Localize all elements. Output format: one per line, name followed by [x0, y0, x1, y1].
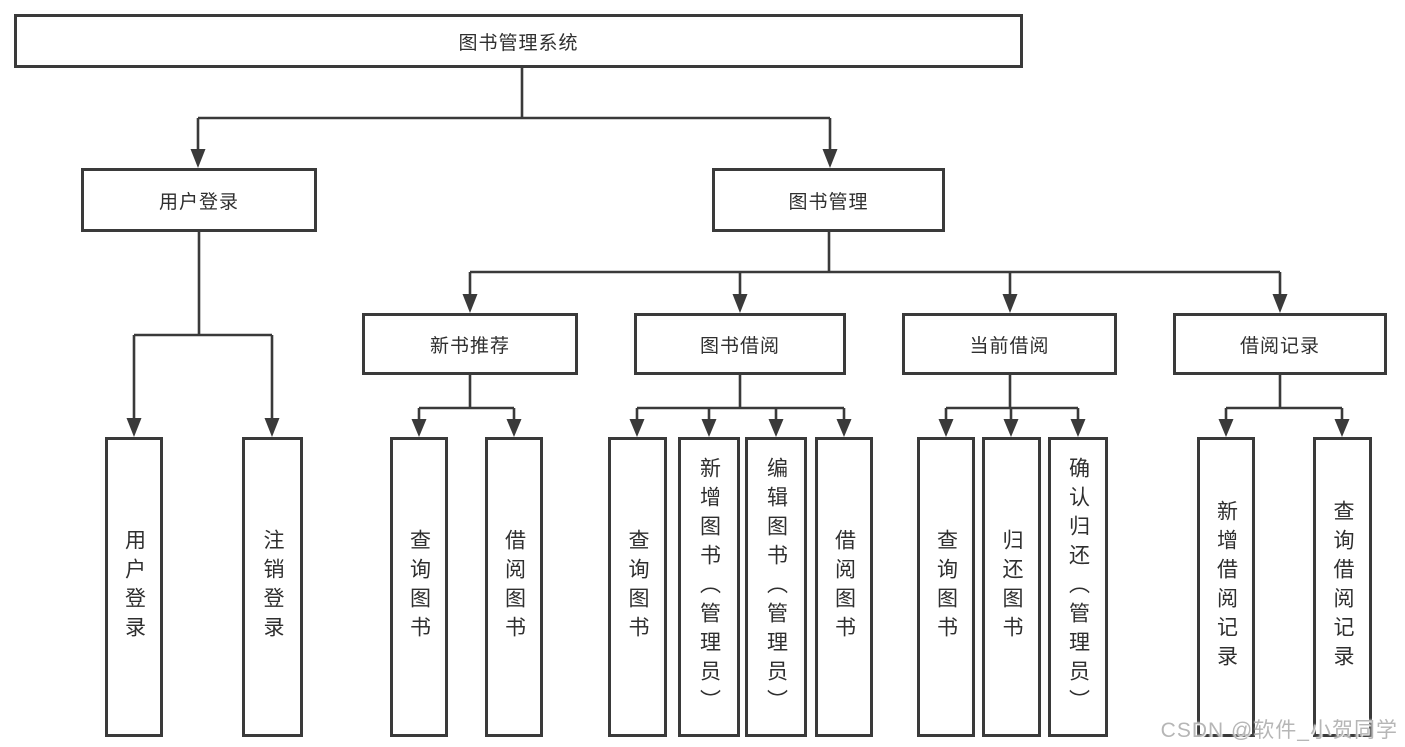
- node-book-management: 图书管理: [712, 168, 945, 232]
- connector-userlogin-to-leaves: [126, 232, 280, 437]
- connector-root-to-level2: [190, 68, 838, 168]
- node-label: 新书推荐: [429, 335, 510, 357]
- connector-records-to-leaves: [1218, 375, 1350, 437]
- leaf-borrow-books-recommend: 借阅图书: [485, 437, 543, 737]
- node-label: 借阅图书: [832, 529, 856, 645]
- leaf-edit-books-admin: 编辑图书（管理员）: [745, 437, 807, 737]
- leaf-query-borrow-record: 查询借阅记录: [1313, 437, 1372, 737]
- node-label: 用户登录: [158, 191, 239, 213]
- node-current-borrowing: 当前借阅: [902, 313, 1117, 375]
- leaf-confirm-return-admin: 确认归还（管理员）: [1048, 437, 1108, 737]
- csdn-watermark: CSDN @软件_小贺同学: [1160, 719, 1398, 742]
- node-label: 图书借阅: [699, 335, 780, 357]
- leaf-add-books-admin: 新增图书（管理员）: [678, 437, 740, 737]
- connector-borrowing-to-leaves: [629, 375, 852, 437]
- node-book-borrowing: 图书借阅: [634, 313, 846, 375]
- connector-newbook-to-leaves: [411, 375, 522, 437]
- node-label: 注销登录: [261, 529, 284, 645]
- node-label: 编辑图书（管理员）: [764, 456, 788, 718]
- leaf-borrow-books: 借阅图书: [815, 437, 873, 737]
- node-label: 新增借阅记录: [1214, 500, 1238, 674]
- leaf-logout: 注销登录: [242, 437, 303, 737]
- node-label: 查询借阅记录: [1331, 500, 1354, 674]
- node-new-book-recommend: 新书推荐: [362, 313, 578, 375]
- node-label: 图书管理: [788, 191, 869, 213]
- leaf-query-books-current: 查询图书: [917, 437, 975, 737]
- node-label: 查询图书: [407, 529, 431, 645]
- leaf-add-borrow-record: 新增借阅记录: [1197, 437, 1255, 737]
- node-user-login: 用户登录: [81, 168, 317, 232]
- leaf-query-books-borrowing: 查询图书: [608, 437, 667, 737]
- node-library-system: 图书管理系统: [14, 14, 1023, 68]
- leaf-return-books: 归还图书: [982, 437, 1041, 737]
- node-label: 当前借阅: [969, 335, 1050, 357]
- node-label: 图书管理系统: [458, 32, 579, 54]
- node-borrowing-records: 借阅记录: [1173, 313, 1387, 375]
- node-label: 确认归还（管理员）: [1066, 456, 1090, 718]
- node-label: 借阅记录: [1239, 335, 1320, 357]
- node-label: 归还图书: [1000, 529, 1023, 645]
- connector-bookmgmt-to-level3: [462, 232, 1288, 313]
- node-label: 查询图书: [626, 529, 649, 645]
- node-label: 新增图书（管理员）: [697, 456, 721, 718]
- leaf-user-login: 用户登录: [105, 437, 163, 737]
- node-label: 借阅图书: [502, 529, 526, 645]
- connector-current-to-leaves: [938, 375, 1086, 437]
- leaf-query-books-recommend: 查询图书: [390, 437, 448, 737]
- node-label: 查询图书: [934, 529, 958, 645]
- node-label: 用户登录: [122, 529, 146, 645]
